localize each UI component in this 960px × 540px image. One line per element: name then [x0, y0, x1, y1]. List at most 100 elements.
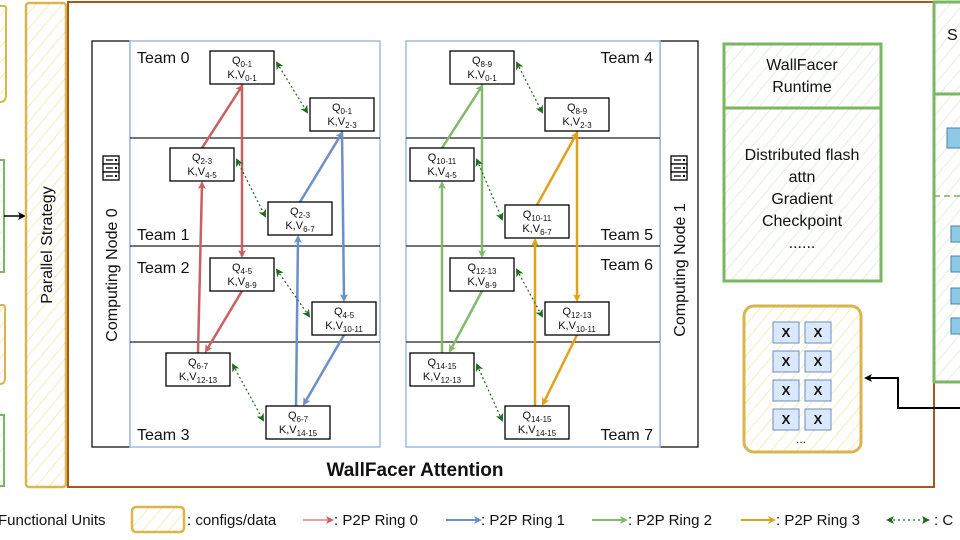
- qkv-block: Q14-15K,V12-13: [409, 352, 475, 387]
- q-label: Q12-13: [562, 306, 592, 320]
- runtime-title-line1: WallFacer: [766, 57, 838, 74]
- right-panel-cell: [950, 255, 960, 273]
- data-grid-cell-label: X: [814, 354, 823, 369]
- kv-label: K,V10-11: [558, 320, 596, 334]
- kv-label: K,V8-9: [467, 276, 497, 290]
- kv-label: K,V14-15: [518, 424, 557, 438]
- qkv-block: Q12-13K,V8-9: [449, 257, 515, 292]
- kv-label: K,V4-5: [187, 166, 217, 180]
- qkv-block-box: [544, 301, 610, 336]
- qkv-block: Q6-7K,V14-15: [265, 405, 331, 440]
- node-label: Computing Node 1: [672, 203, 689, 337]
- qkv-block: Q10-11K,V6-7: [504, 204, 570, 239]
- runtime-box: WallFacer Runtime Distributed flash attn…: [722, 42, 883, 283]
- runtime-feature-line1: Distributed flash: [745, 147, 860, 164]
- ring-arrow: [541, 334, 579, 406]
- data-grid-cell: X: [772, 350, 800, 373]
- comm-arrow: [236, 158, 266, 218]
- data-grid-cell-label: X: [814, 325, 823, 340]
- qkv-block-box: [209, 50, 275, 85]
- right-panel-cell: [950, 317, 960, 335]
- qkv-block: Q8-9K,V0-1: [449, 50, 515, 85]
- q-label: Q4-5: [232, 262, 253, 276]
- parallel-strategy-label: Parallel Strategy: [39, 186, 56, 303]
- legend: Functional Units : configs/data : P2P Ri…: [0, 505, 953, 534]
- qkv-block-box: [544, 97, 610, 132]
- qkv-block-box: [449, 257, 515, 292]
- qkv-block-box: [449, 50, 515, 85]
- left-config-unit-top: [0, 5, 8, 103]
- qkv-block-box: [169, 147, 235, 182]
- ring-arrow: [298, 131, 344, 203]
- left-functional-unit-a: [0, 159, 5, 273]
- q-label: Q10-11: [428, 152, 457, 166]
- node-side-panel: [659, 40, 699, 448]
- kv-label: K,V8-9: [227, 276, 257, 290]
- qkv-block-box: [209, 257, 275, 292]
- comm-arrow: [275, 61, 309, 114]
- qkv-block-box: [311, 301, 377, 336]
- q-label: Q4-5: [334, 306, 355, 320]
- ring-arrow: [204, 290, 244, 353]
- q-label: Q14-15: [427, 357, 457, 371]
- q-label: Q0-1: [232, 55, 253, 69]
- qkv-block-box: [165, 352, 231, 387]
- q-label: Q10-11: [523, 209, 552, 223]
- right-panel-cell: [950, 225, 960, 243]
- data-grid-cell-label: X: [814, 383, 823, 398]
- qkv-block-box: [409, 352, 475, 387]
- data-grid-cell: X: [772, 408, 800, 431]
- kv-label: K,V4-5: [427, 166, 457, 180]
- kv-label: K,V0-1: [467, 69, 497, 83]
- data-grid-cell: X: [804, 321, 832, 344]
- team-label: Team 3: [137, 427, 190, 444]
- comm-arrow: [475, 158, 504, 221]
- qkv-block: Q14-15K,V14-15: [504, 405, 570, 440]
- qkv-block: Q10-11K,V4-5: [409, 147, 475, 182]
- qkv-block: Q4-5K,V8-9: [209, 257, 275, 292]
- comm-arrow: [275, 268, 311, 318]
- kv-label: K,V10-11: [325, 320, 363, 334]
- kv-label: K,V2-3: [562, 116, 592, 130]
- data-grid-cell-label: X: [782, 412, 791, 427]
- data-grid-cell-label: X: [782, 383, 791, 398]
- qkv-block-box: [409, 147, 475, 182]
- data-grid-ellipsis: ...: [796, 432, 806, 446]
- right-panel-cell: [946, 127, 960, 149]
- server-icon: [102, 155, 120, 181]
- ring-arrow: [293, 235, 302, 407]
- legend-ring2: : P2P Ring 2: [628, 512, 712, 529]
- q-label: Q12-13: [467, 262, 497, 276]
- qkv-block: Q2-3K,V6-7: [267, 201, 333, 236]
- team-label: Team 6: [601, 257, 654, 274]
- runtime-feature-line2: attn: [789, 169, 816, 186]
- team-label: Team 0: [137, 50, 190, 67]
- ring-arrow: [302, 334, 346, 406]
- q-label: Q8-9: [472, 55, 493, 69]
- kv-label: K,V12-13: [423, 371, 462, 385]
- qkv-block: Q0-1K,V0-1: [209, 50, 275, 85]
- qkv-block: Q4-5K,V10-11: [311, 301, 377, 336]
- data-grid-cell-label: X: [782, 354, 791, 369]
- kv-label: K,V6-7: [522, 223, 552, 237]
- kv-label: K,V2-3: [327, 116, 357, 130]
- team-label: Team 4: [601, 50, 654, 67]
- node-label: Computing Node 0: [104, 208, 121, 342]
- ring-arrow: [339, 130, 348, 302]
- legend-ring1: : P2P Ring 1: [481, 512, 565, 529]
- server-icon: [670, 155, 688, 181]
- qkv-block: Q8-9K,V2-3: [544, 97, 610, 132]
- ring-arrow: [196, 181, 206, 354]
- q-label: Q2-3: [192, 152, 213, 166]
- q-label: Q6-7: [288, 410, 309, 424]
- comm-arrow: [475, 363, 504, 422]
- q-label: Q2-3: [290, 206, 311, 220]
- team-label: Team 1: [137, 227, 190, 244]
- runtime-feature-line3: Gradient: [771, 191, 833, 208]
- legend-ring3: : P2P Ring 3: [776, 512, 860, 529]
- data-input-arrow: [864, 374, 960, 409]
- data-grid-cell: X: [772, 379, 800, 402]
- qkv-block-box: [265, 405, 331, 440]
- data-grid-cell-label: X: [782, 325, 791, 340]
